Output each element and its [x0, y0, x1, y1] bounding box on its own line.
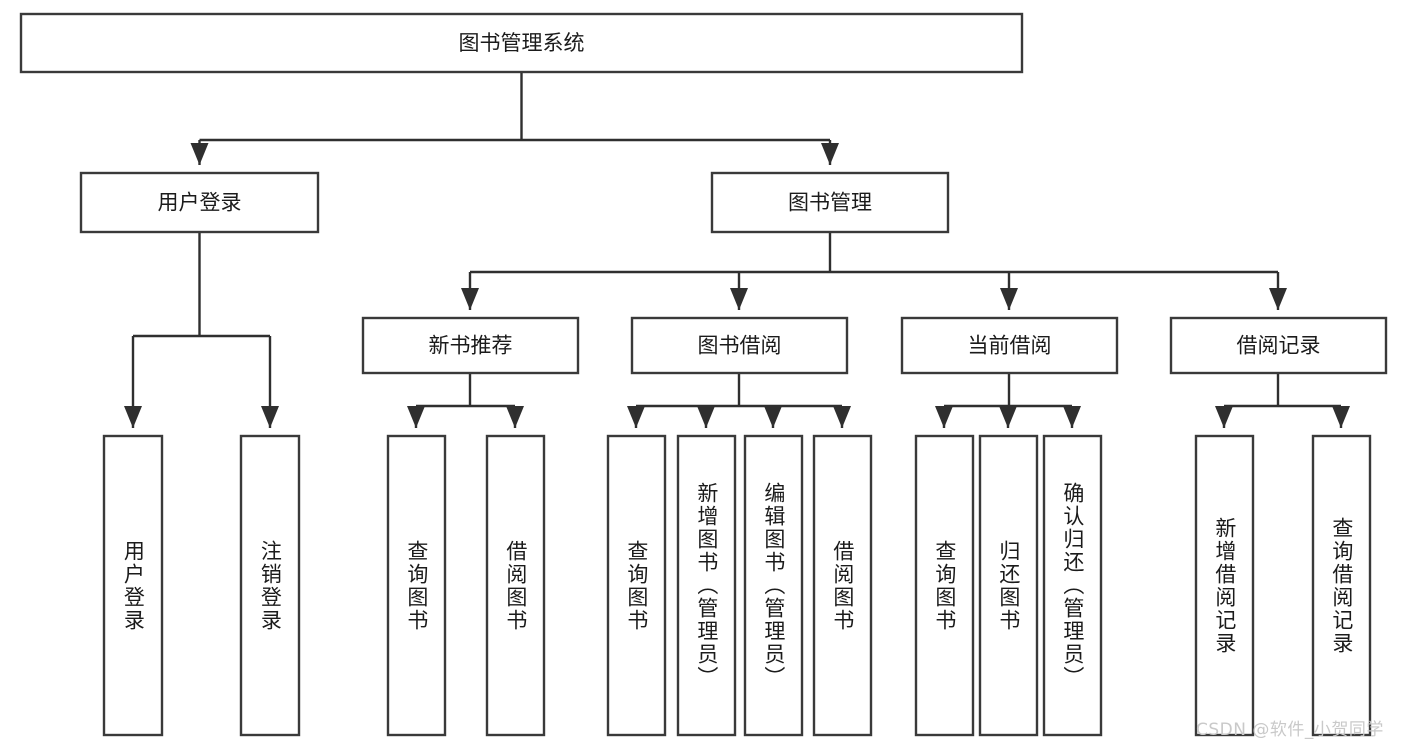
watermark: CSDN @软件_小贺同学: [1196, 720, 1384, 740]
arrow-head-icon: [935, 406, 953, 428]
node-user-login-box[interactable]: [79, 171, 320, 234]
arrow-head-icon: [407, 406, 425, 428]
node-leaf-query-book-borrow-box[interactable]: [606, 434, 667, 737]
node-leaf-add-book-box[interactable]: [676, 434, 737, 737]
node-user-login-label: 用户登录: [158, 191, 242, 215]
node-new-book-recommend-label: 新书推荐: [429, 334, 513, 358]
arrow-head-icon: [627, 406, 645, 428]
arrow-head-icon: [1269, 288, 1287, 310]
node-leaf-query-book-current-box[interactable]: [914, 434, 975, 737]
node-root-label: 图书管理系统: [459, 31, 585, 55]
arrow-head-icon: [1215, 406, 1233, 428]
arrow-head-icon: [124, 406, 142, 428]
node-current-borrow-box[interactable]: [900, 316, 1119, 375]
node-current-borrow-label: 当前借阅: [968, 334, 1052, 358]
arrow-head-icon: [506, 406, 524, 428]
node-book-manage-box[interactable]: [710, 171, 950, 234]
connector-layer: [124, 72, 1350, 428]
node-leaf-borrow-book-recommend-box[interactable]: [485, 434, 546, 737]
node-book-manage-label: 图书管理: [788, 191, 872, 215]
node-leaf-add-borrow-record-box[interactable]: [1194, 434, 1255, 737]
arrow-head-icon: [1063, 406, 1081, 428]
node-book-borrow-label: 图书借阅: [698, 334, 782, 358]
node-leaf-edit-book-box[interactable]: [743, 434, 804, 737]
arrow-head-icon: [461, 288, 479, 310]
node-leaf-user-login-box[interactable]: [102, 434, 164, 737]
node-leaf-return-book-box[interactable]: [978, 434, 1039, 737]
arrow-head-icon: [833, 406, 851, 428]
arrow-head-icon: [261, 406, 279, 428]
node-root-box[interactable]: [19, 12, 1024, 74]
node-leaf-query-borrow-record-box[interactable]: [1311, 434, 1372, 737]
node-leaf-logout-box[interactable]: [239, 434, 301, 737]
arrow-head-icon: [190, 143, 209, 165]
arrow-head-icon: [697, 406, 715, 428]
arrow-head-icon: [1332, 406, 1350, 428]
node-leaf-confirm-return-box[interactable]: [1042, 434, 1103, 737]
arrow-head-icon: [999, 406, 1017, 428]
arrow-head-icon: [1000, 288, 1018, 310]
node-borrow-record-box[interactable]: [1169, 316, 1388, 375]
arrow-head-icon: [764, 406, 782, 428]
node-borrow-record-label: 借阅记录: [1237, 334, 1321, 358]
node-leaf-borrow-book-box[interactable]: [812, 434, 873, 737]
node-new-book-recommend-box[interactable]: [361, 316, 580, 375]
node-leaf-query-book-recommend-box[interactable]: [386, 434, 447, 737]
arrow-head-icon: [821, 143, 839, 165]
arrow-head-icon: [730, 288, 748, 310]
node-book-borrow-box[interactable]: [630, 316, 849, 375]
